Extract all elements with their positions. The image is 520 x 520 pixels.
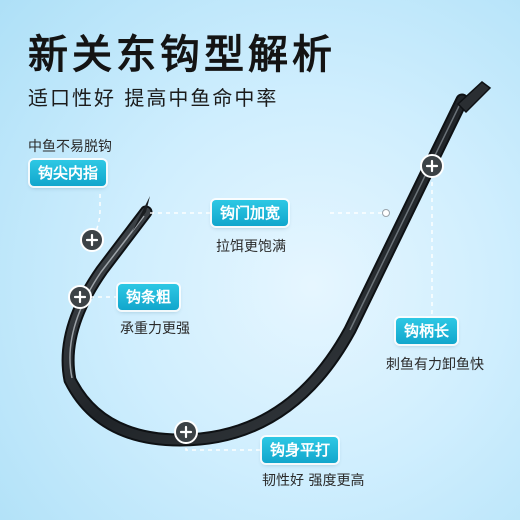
bend-tag: 钩身平打 bbox=[262, 437, 339, 463]
leader-line-shank bbox=[425, 166, 433, 319]
fishing-hook-icon bbox=[61, 81, 492, 447]
gap-anchor-dot bbox=[382, 209, 390, 217]
shank-tag: 钩柄长 bbox=[396, 318, 458, 344]
page-subtitle: 适口性好 提高中鱼命中率 bbox=[28, 86, 279, 110]
plus-marker-shank-icon bbox=[420, 154, 444, 178]
plus-marker-point-icon bbox=[80, 228, 104, 252]
plus-marker-bend-icon bbox=[174, 420, 198, 444]
wire-tag: 钩条粗 bbox=[118, 284, 180, 310]
leader-line-bend bbox=[185, 432, 262, 451]
wire-caption: 承重力更强 bbox=[120, 321, 190, 337]
point-caption: 中鱼不易脱钩 bbox=[28, 139, 112, 155]
gap-caption: 拉饵更饱满 bbox=[216, 239, 286, 255]
bend-caption: 韧性好 强度更高 bbox=[262, 473, 365, 489]
page-title: 新关东钩型解析 bbox=[28, 32, 336, 78]
gap-tag: 钩门加宽 bbox=[212, 200, 289, 226]
plus-marker-wire-icon bbox=[68, 285, 92, 309]
point-tag: 钩尖内指 bbox=[30, 160, 107, 186]
shank-caption: 刺鱼有力卸鱼快 bbox=[386, 357, 484, 373]
